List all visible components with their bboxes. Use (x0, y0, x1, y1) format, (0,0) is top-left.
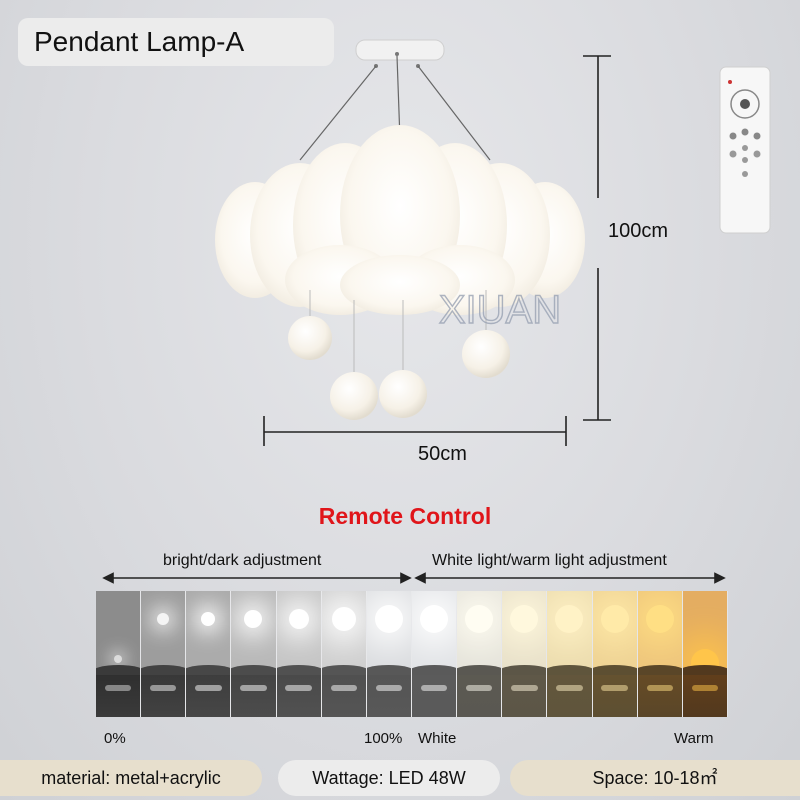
height-dimension (583, 55, 611, 421)
light-level-step (411, 591, 458, 717)
pendant-ball (462, 330, 510, 378)
light-level-strip (96, 591, 728, 717)
scale-warm-label: Warm (674, 730, 714, 747)
cloud-shade (215, 125, 585, 315)
width-label: 50cm (418, 443, 467, 465)
scale-mid-label: 100% (364, 730, 403, 747)
scale-white-label: White (418, 730, 457, 747)
white-warm-label: White light/warm light adjustment (432, 552, 667, 569)
pendant-ball (330, 372, 378, 420)
light-level-step (186, 591, 232, 717)
light-level-step (276, 591, 322, 717)
light-level-step (321, 591, 367, 717)
height-label: 100cm (608, 220, 669, 242)
wire (299, 65, 377, 161)
light-level-step (141, 591, 187, 717)
light-level-step (547, 591, 593, 717)
remote-control-icon (719, 66, 771, 234)
wattage-spec: Wattage: LED 48W (278, 760, 500, 796)
lamp-illustration: XIUAN (215, 39, 771, 446)
light-level-step (682, 591, 728, 717)
light-level-step (502, 591, 548, 717)
bright-dark-label: bright/dark adjustment (163, 552, 322, 569)
light-level-step (592, 591, 638, 717)
space-spec: Space: 10-18㎡ (510, 760, 800, 796)
ceiling-canopy (355, 39, 445, 61)
light-level-step (366, 591, 412, 717)
pendant-ball (379, 370, 427, 418)
light-level-step (96, 591, 142, 717)
light-level-step (231, 591, 277, 717)
width-dimension (263, 416, 567, 446)
scale-start-label: 0% (104, 730, 126, 747)
adjustment-arrows (102, 572, 726, 584)
remote-control-heading: Remote Control (318, 503, 492, 529)
pendant-ball (288, 316, 332, 360)
material-spec: material: metal+acrylic (0, 760, 262, 796)
light-level-step (457, 591, 503, 717)
watermark: XIUAN (439, 288, 561, 332)
wire (417, 65, 491, 161)
product-title: Pendant Lamp-A (18, 18, 334, 66)
light-level-step (637, 591, 683, 717)
